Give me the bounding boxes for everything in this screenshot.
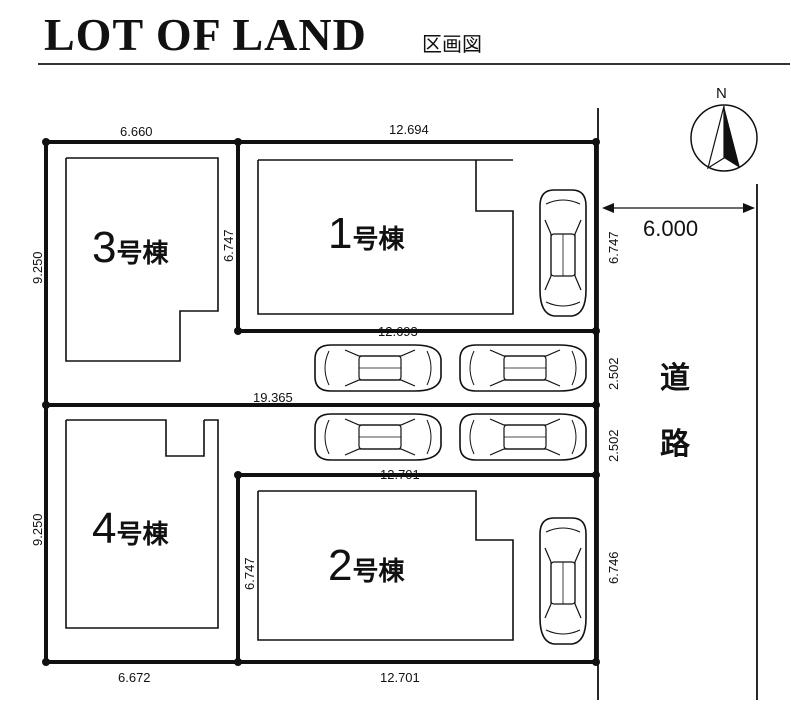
dim-lot1-bottom: 12.693 [378, 324, 418, 339]
road-label-2: 路 [660, 427, 691, 462]
road-label-1: 道 [660, 361, 690, 396]
north-compass-icon [690, 104, 758, 172]
car-lot2-icon [539, 517, 587, 645]
boundary-markers [42, 138, 600, 666]
lot-4-label: 4号棟 [92, 504, 169, 553]
car-lot1-icon [539, 189, 587, 317]
dim-lot2-right: 6.746 [606, 551, 621, 584]
car-drive1-icon [314, 344, 442, 392]
dim-left-upper: 9.250 [30, 251, 45, 284]
car-drive4-icon [459, 413, 587, 461]
car-drive3-icon [314, 413, 442, 461]
dim-drive-lower: 2.502 [606, 429, 621, 462]
lot-2-label: 2号棟 [328, 541, 405, 590]
dim-bottom-right: 12.701 [380, 670, 420, 685]
lot-3-label: 3号棟 [92, 223, 169, 272]
dim-top-left: 6.660 [120, 124, 153, 139]
car-drive2-icon [459, 344, 587, 392]
dim-lot1-right: 6.747 [606, 231, 621, 264]
compass-label: N [716, 85, 727, 102]
dim-lot2-top: 12.701 [380, 467, 420, 482]
dim-middle: 19.365 [253, 390, 293, 405]
dim-lot3-right: 6.747 [221, 229, 236, 262]
dim-top-right: 12.694 [389, 122, 429, 137]
road-width-label: 6.000 [643, 216, 698, 241]
page-subtitle: 区画図 [422, 32, 482, 56]
building-footprints [65, 157, 514, 641]
title-rule [38, 63, 790, 65]
lot-1-label: 1号棟 [328, 209, 405, 258]
road-width-arrow [602, 203, 755, 213]
dim-drive-upper: 2.502 [606, 357, 621, 390]
dim-lot2-left: 6.747 [242, 557, 257, 590]
dim-left-lower: 9.250 [30, 513, 45, 546]
road-edges [597, 108, 758, 700]
dim-bottom-left: 6.672 [118, 670, 151, 685]
page-title: LOT OF LAND [44, 9, 367, 60]
